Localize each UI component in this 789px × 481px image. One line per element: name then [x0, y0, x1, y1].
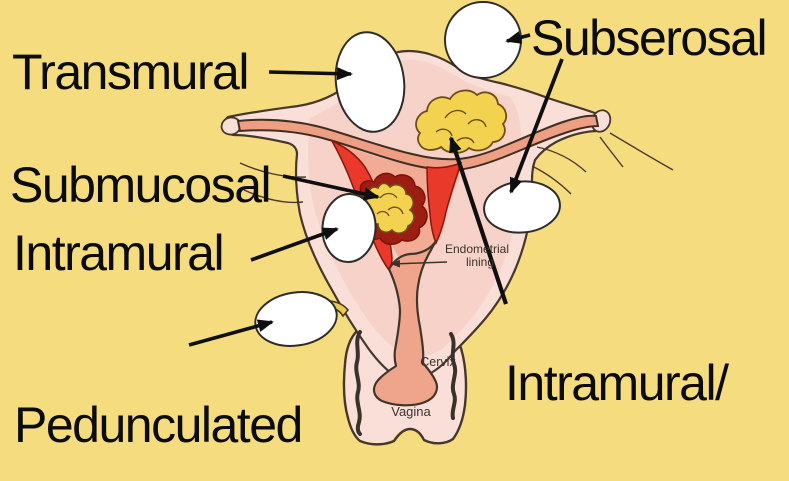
intramural-submucosal-label-line2: submucosal	[505, 478, 758, 481]
pedunculated-subserosal-label: Pedunculated subserosal	[14, 338, 303, 481]
subserosal-arrow-top	[505, 31, 531, 44]
subserosal-arrow-side	[509, 58, 564, 194]
right-fimbrial-strand-2	[531, 165, 572, 195]
left-ligament-strand-2	[243, 189, 304, 204]
transmural-fibroid-shape	[334, 31, 406, 133]
vagina-label: Vagina	[391, 404, 431, 419]
intramural-submucosal-fibroid-texture	[435, 109, 487, 144]
tube-canal-band	[236, 114, 600, 172]
intramural-arrow	[250, 227, 339, 262]
left-ligament-strand-1	[239, 162, 307, 178]
right-fimbrial-strand-4	[599, 136, 624, 168]
vagina-left-wavy-line	[354, 330, 362, 436]
pedunculated-subserosal-label-line1: Pedunculated	[14, 397, 303, 453]
intramural-fibroid-shape	[321, 193, 377, 263]
transmural-label: Transmural	[12, 44, 249, 100]
intramural-submucosal-arrow	[449, 136, 508, 305]
intramural-label: Intramural	[13, 225, 225, 281]
submucosal-arrow	[282, 174, 380, 201]
endometrial-lining-label-line2: lining	[466, 255, 494, 269]
transmural-arrow	[268, 67, 353, 81]
cervix-label: Cervix	[420, 355, 456, 369]
subserosal-label: Subserosal	[531, 10, 768, 66]
right-fimbrial-strand-3	[609, 132, 674, 171]
cervical-canal	[372, 239, 439, 407]
right-fimbrial-strand-1	[536, 146, 587, 173]
intramural-submucosal-label-line1: Intramural/	[505, 355, 729, 411]
vagina-outline	[342, 329, 468, 446]
vagina-right-wavy-line	[449, 332, 458, 420]
endometrial-lining-arrow	[391, 259, 448, 268]
submucosal-label: Submucosal	[10, 157, 272, 213]
pedunculated-arrow	[188, 319, 274, 347]
endometrial-lining-label-line1: Endometrial	[445, 242, 509, 256]
intramural-submucosal-label: Intramural/ submucosal	[505, 296, 758, 481]
submucosal-fibroid-texture	[376, 192, 404, 217]
